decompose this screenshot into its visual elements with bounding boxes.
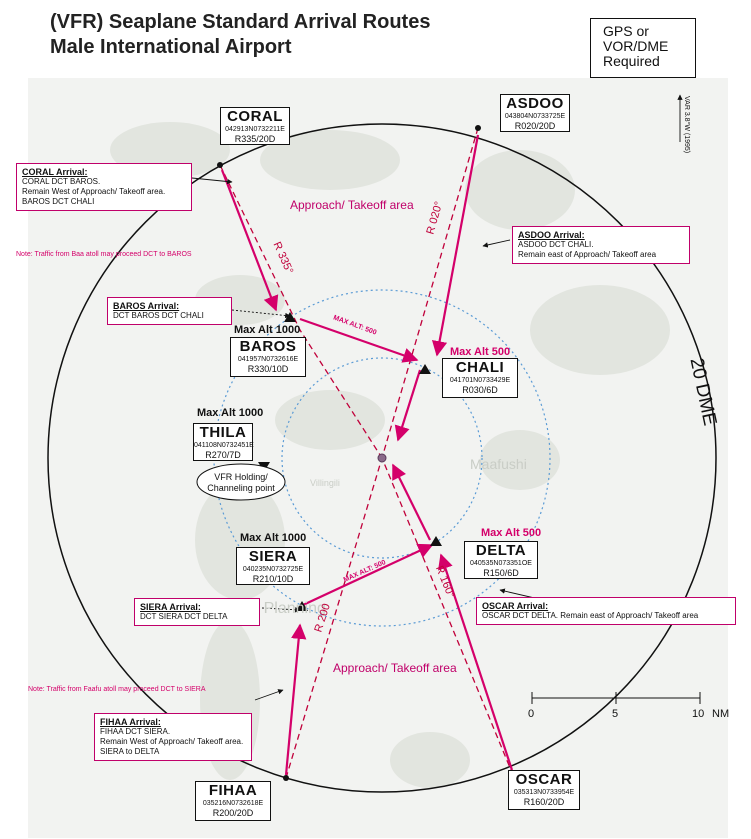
waypoint-radial: R020/20D <box>514 121 556 131</box>
maxalt-delta: Max Alt 500 <box>481 527 542 539</box>
waypoint-coord: 035216N0732618E <box>202 800 264 807</box>
gps-line-3: Required <box>603 53 660 69</box>
waypoint-radial: R330/10D <box>247 364 289 374</box>
waypoint-coord: 040535N073351OE <box>470 560 532 567</box>
waypoint-name: ASDOO <box>506 95 564 112</box>
note-faafu-atoll: Note: Traffic from Faafu atoll may proce… <box>28 686 206 693</box>
waypoint-radial: R160/20D <box>523 797 565 807</box>
arrival-line: SIERA to DELTA <box>100 747 160 756</box>
maxalt-baros: Max Alt 1000 <box>234 324 301 336</box>
waypoint-radial: R270/7D <box>205 450 241 460</box>
scale-tick-10: 10 <box>692 708 705 720</box>
radial-lines <box>219 127 514 779</box>
arrival-line: ASDOO DCT CHALI. <box>518 240 594 249</box>
waypoint-delta[interactable]: DELTA 040535N073351OE R150/6D <box>464 541 538 579</box>
arrival-line: FIHAA DCT SIERA. <box>100 727 171 736</box>
gps-line-1: GPS or <box>603 23 649 39</box>
waypoint-asdoo[interactable]: ASDOO 043804N0733725E R020/20D <box>500 94 570 132</box>
scale-tick-5: 5 <box>612 708 619 720</box>
maxalt-thila: Max Alt 1000 <box>197 407 264 419</box>
arrival-heading: CORAL Arrival: <box>22 167 88 177</box>
arrival-asdoo: ASDOO Arrival: ASDOO DCT CHALI. Remain e… <box>512 226 690 264</box>
maxalt-siera: Max Alt 1000 <box>240 532 307 544</box>
waypoint-name: CORAL <box>227 108 283 125</box>
waypoint-coord: 041701N0733429E <box>449 377 511 384</box>
variation-label: VAR 3.8°W (1995) <box>683 96 690 154</box>
waypoint-name: BAROS <box>239 338 297 355</box>
arrival-line: Remain east of Approach/ Takeoff area <box>518 250 657 259</box>
scale-bar <box>531 692 701 704</box>
arrival-line: Remain West of Approach/ Takeoff area. <box>22 187 166 196</box>
title-line-1: (VFR) Seaplane Standard Arrival Routes <box>50 11 431 33</box>
arrival-line: DCT SIERA DCT DELTA <box>140 612 228 621</box>
approach-area-top: Approach/ Takeoff area <box>290 198 414 212</box>
arrival-line: Remain West of Approach/ Takeoff area. <box>100 737 244 746</box>
waypoint-chali[interactable]: CHALI 041701N0733429E R030/6D <box>442 358 518 398</box>
arrival-heading: BAROS Arrival: <box>113 301 180 311</box>
waypoint-radial: R200/20D <box>212 808 254 818</box>
waypoint-oscar[interactable]: OSCAR 035313N0733954E R160/20D <box>508 770 580 810</box>
waypoint-name: SIERA <box>248 548 298 565</box>
approach-area-bottom: Approach/ Takeoff area <box>333 661 457 675</box>
scale-unit: NM <box>712 708 730 720</box>
arrival-heading: ASDOO Arrival: <box>518 230 585 240</box>
arrival-line: BAROS DCT CHALI <box>22 197 95 206</box>
bg-villingili: Villingili <box>310 478 340 488</box>
waypoint-coord: 042913N0732211E <box>225 126 285 133</box>
arrival-oscar: OSCAR Arrival: OSCAR DCT DELTA. Remain e… <box>476 597 736 625</box>
arrival-heading: FIHAA Arrival: <box>100 717 161 727</box>
waypoint-radial: R030/6D <box>462 385 498 395</box>
holding-line-1: VFR Holding/ <box>214 472 268 482</box>
arrival-line: DCT BAROS DCT CHALI <box>113 311 204 320</box>
arrival-line: OSCAR DCT DELTA. Remain east of Approach… <box>482 611 699 620</box>
waypoint-name: FIHAA <box>208 782 258 799</box>
waypoint-coord: 040235N0732725E <box>242 566 304 573</box>
waypoint-name: OSCAR <box>515 771 573 788</box>
gps-line-2: VOR/DME <box>603 38 669 54</box>
waypoint-coord: 041957N0732616E <box>237 356 299 363</box>
arrival-line: CORAL DCT BAROS. <box>22 177 101 186</box>
arrival-siera: SIERA Arrival: DCT SIERA DCT DELTA <box>134 598 260 626</box>
arrival-coral: CORAL Arrival: CORAL DCT BAROS. Remain W… <box>16 163 192 211</box>
waypoint-radial: R210/10D <box>252 574 294 584</box>
airport-center-marker <box>377 453 387 463</box>
waypoint-thila[interactable]: THILA 041108N0732451E R270/7D <box>193 423 254 461</box>
waypoint-name: CHALI <box>455 359 505 376</box>
arrival-baros: BAROS Arrival: DCT BAROS DCT CHALI <box>107 297 232 325</box>
bg-maafushi: Maafushi <box>470 456 527 472</box>
waypoint-radial: R335/20D <box>234 134 276 144</box>
waypoint-name: THILA <box>199 424 247 441</box>
route-arrows <box>220 134 514 776</box>
waypoint-radial: R150/6D <box>483 568 519 578</box>
waypoint-coord: 035313N0733954E <box>513 789 575 796</box>
waypoint-coord: 043804N0733725E <box>504 113 566 120</box>
arrival-heading: OSCAR Arrival: <box>482 601 549 611</box>
waypoint-coral[interactable]: CORAL 042913N0732211E R335/20D <box>220 107 290 145</box>
waypoint-coord: 041108N0732451E <box>194 442 254 449</box>
holding-point-label: VFR Holding/ Channeling point <box>203 472 279 494</box>
scale-tick-0: 0 <box>528 708 535 720</box>
dme-20-ring <box>47 123 717 793</box>
chart-title: (VFR) Seaplane Standard Arrival Routes M… <box>50 10 430 60</box>
gps-requirement-box: GPS or VOR/DME Required <box>590 18 696 78</box>
waypoint-baros[interactable]: BAROS 041957N0732616E R330/10D <box>230 337 306 377</box>
holding-line-2: Channeling point <box>207 483 275 493</box>
waypoint-siera[interactable]: SIERA 040235N0732725E R210/10D <box>236 547 310 585</box>
dme-10-ring <box>213 289 551 627</box>
arrival-fihaa: FIHAA Arrival: FIHAA DCT SIERA. Remain W… <box>94 713 252 761</box>
title-line-2: Male International Airport <box>50 36 292 58</box>
maxalt-chali: Max Alt 500 <box>450 346 511 358</box>
holding-oval <box>196 463 286 501</box>
waypoint-name: DELTA <box>475 542 527 559</box>
dme-6-ring <box>281 357 483 559</box>
waypoint-fihaa[interactable]: FIHAA 035216N0732618E R200/20D <box>195 781 271 821</box>
note-baa-atoll: Note: Traffic from Baa atoll may proceed… <box>16 251 192 258</box>
arrival-heading: SIERA Arrival: <box>140 602 201 612</box>
